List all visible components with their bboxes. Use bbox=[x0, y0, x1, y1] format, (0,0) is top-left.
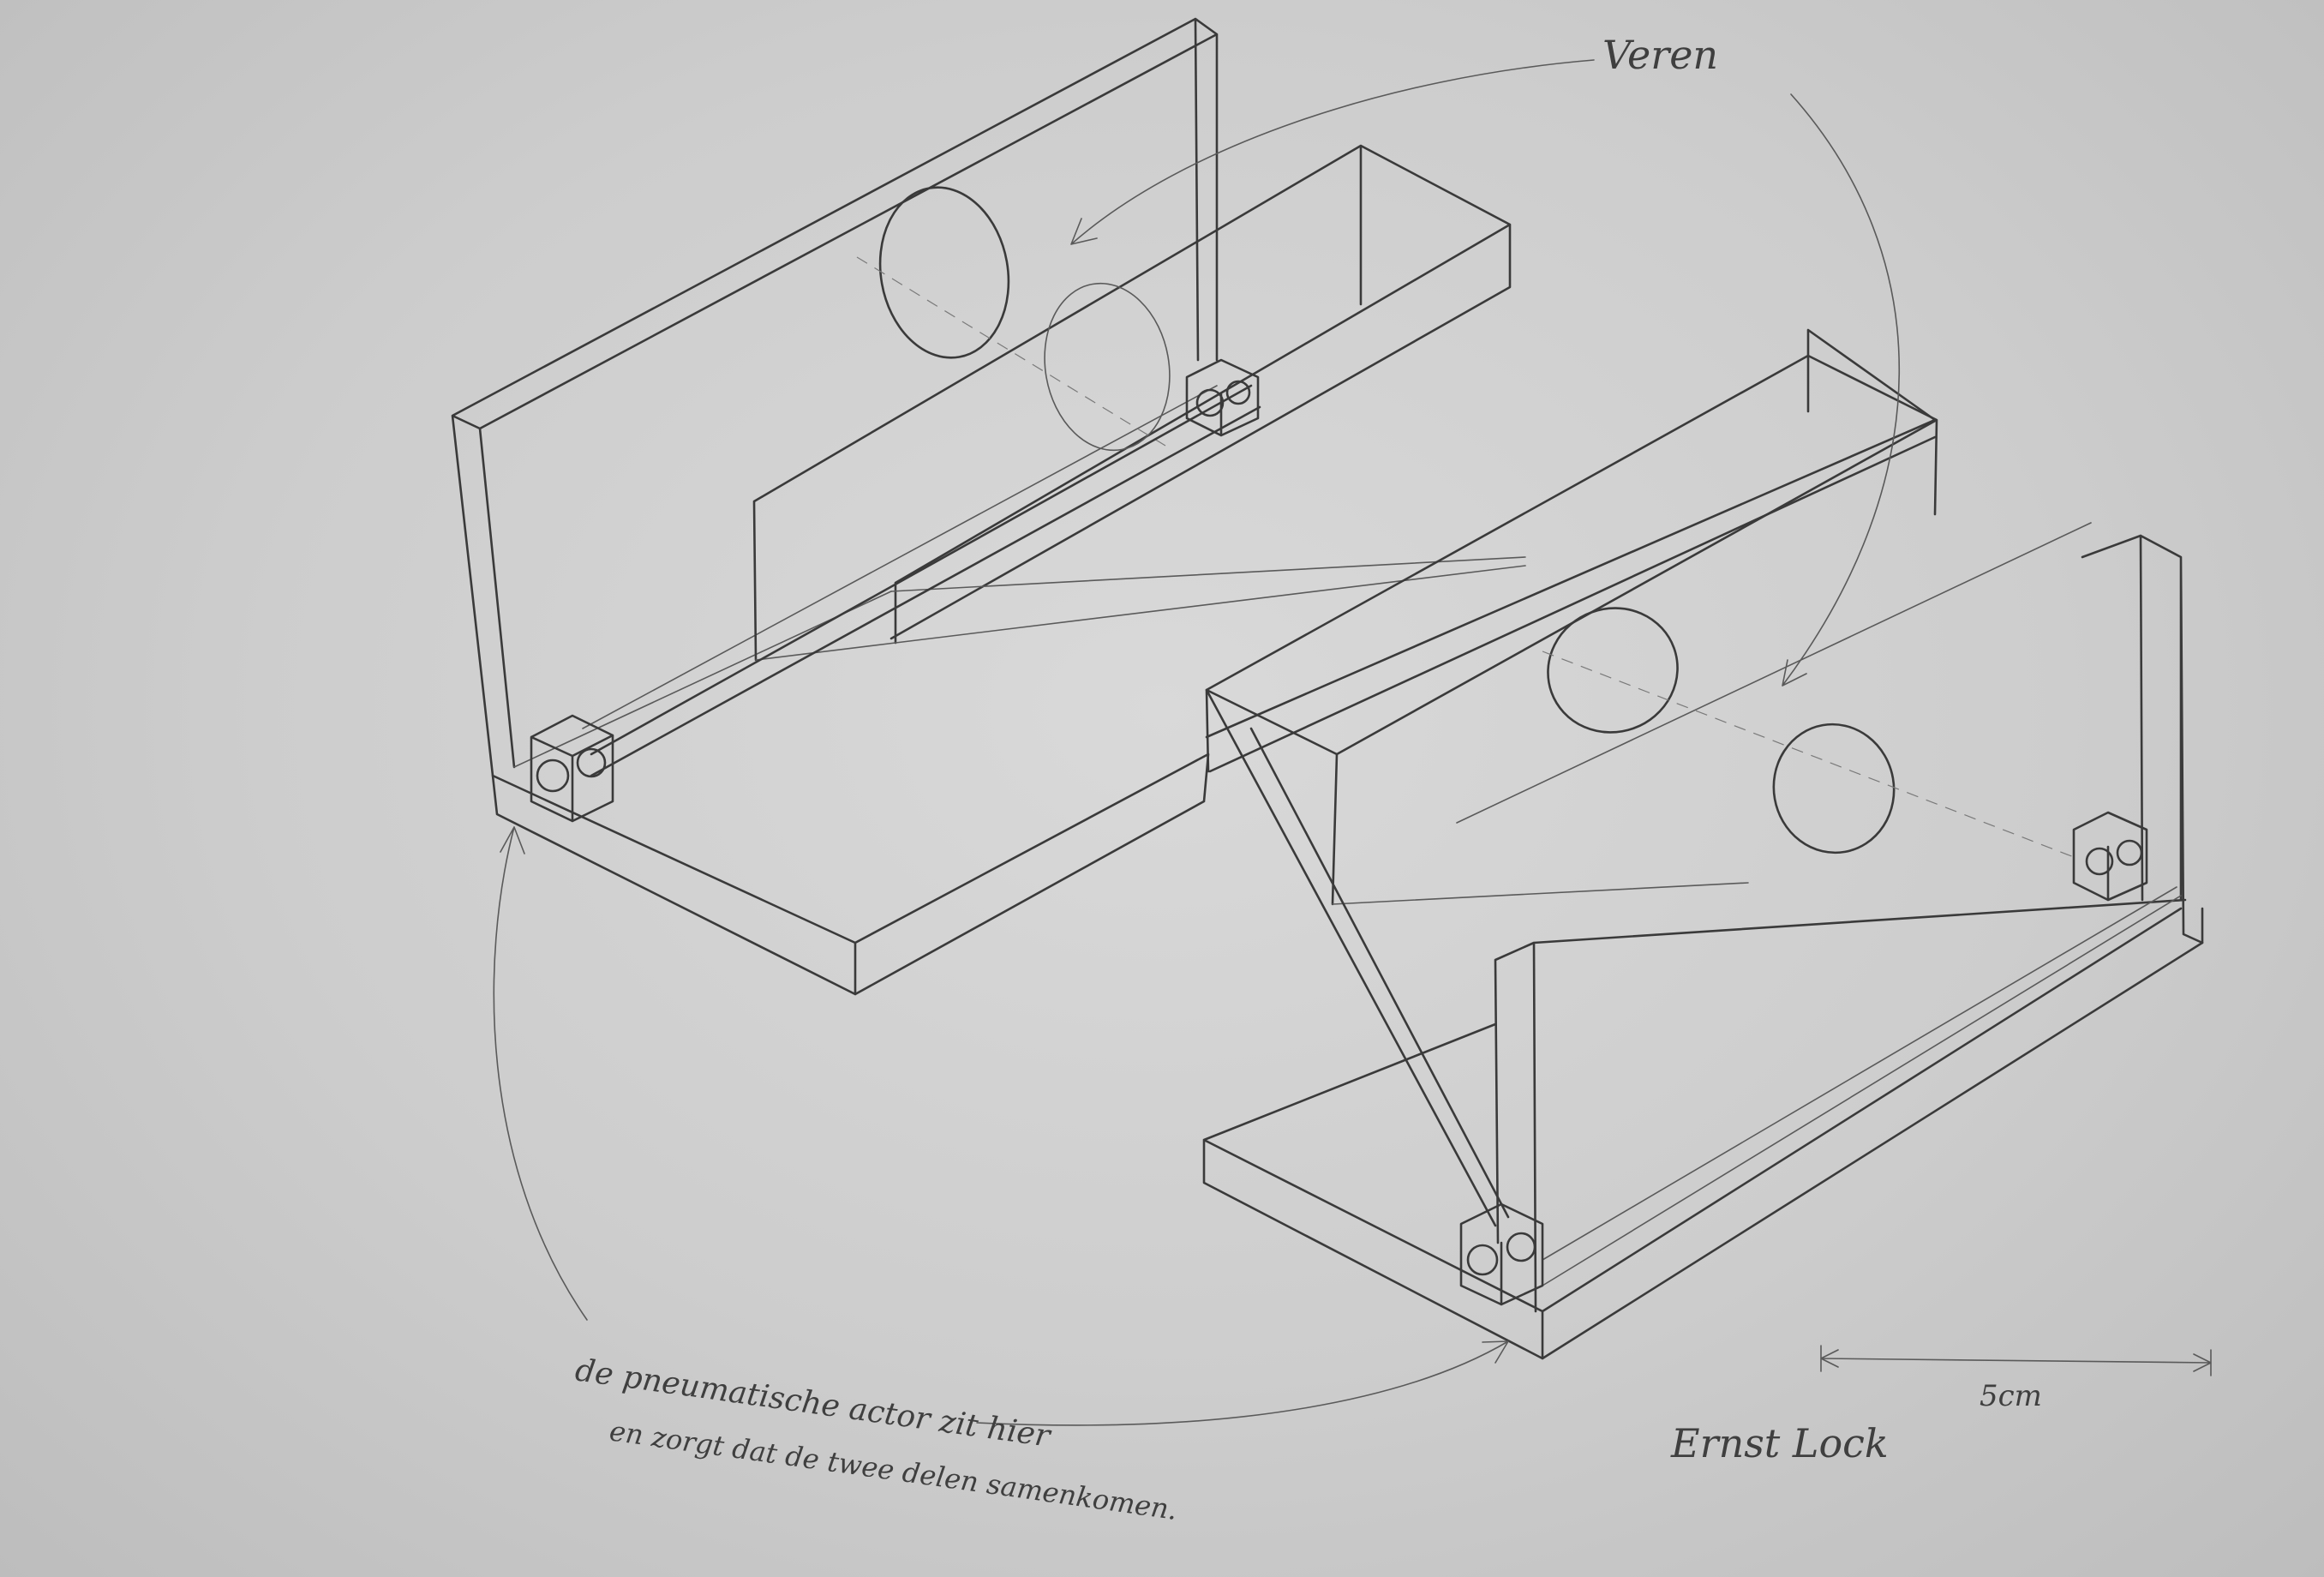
right-spring-2 bbox=[1772, 723, 1896, 854]
left-box-hidden-edges bbox=[755, 556, 1526, 661]
author-signature: Ernst Lock bbox=[1670, 1420, 1889, 1466]
springs-arrow-left bbox=[1070, 59, 1595, 245]
left-back-plate bbox=[451, 17, 1219, 777]
right-front-upright bbox=[1494, 898, 2187, 1313]
note-arrow-right bbox=[976, 1340, 1509, 1426]
right-base-inner-lines bbox=[1542, 886, 2182, 1286]
scale-label: 5cm bbox=[1980, 1379, 2042, 1413]
left-spring-2 bbox=[1044, 282, 1171, 452]
right-part bbox=[1202, 328, 2204, 1360]
right-spring-axis bbox=[1542, 651, 2075, 858]
right-back-plate bbox=[2081, 534, 2204, 944]
right-actuator-arm bbox=[1205, 688, 1510, 1227]
right-base-slab bbox=[1202, 907, 2204, 1360]
right-spring-1 bbox=[1547, 607, 1679, 734]
left-part bbox=[451, 17, 1526, 996]
left-actuator-front bbox=[530, 714, 614, 823]
right-actuator-front bbox=[1459, 1202, 1544, 1306]
left-spring-box bbox=[752, 144, 1512, 662]
right-box-hidden-edges bbox=[1332, 522, 2092, 905]
annotation-arrows bbox=[493, 59, 1901, 1426]
note-arrow-left bbox=[493, 826, 588, 1321]
left-actuator-back bbox=[1185, 358, 1260, 437]
right-spring-box bbox=[1205, 354, 1938, 906]
right-actuator-back bbox=[2072, 811, 2148, 902]
springs-label: Veren bbox=[1602, 32, 1718, 78]
springs-arrow-right bbox=[1782, 93, 1901, 687]
left-spring-1 bbox=[878, 186, 1010, 359]
left-actuator-rod bbox=[590, 384, 1261, 777]
right-upper-rail bbox=[1205, 328, 1937, 773]
scale-bar: 5cm bbox=[1820, 1345, 2212, 1413]
left-base-inner-lines bbox=[513, 385, 1218, 768]
left-base-slab bbox=[491, 753, 1210, 996]
